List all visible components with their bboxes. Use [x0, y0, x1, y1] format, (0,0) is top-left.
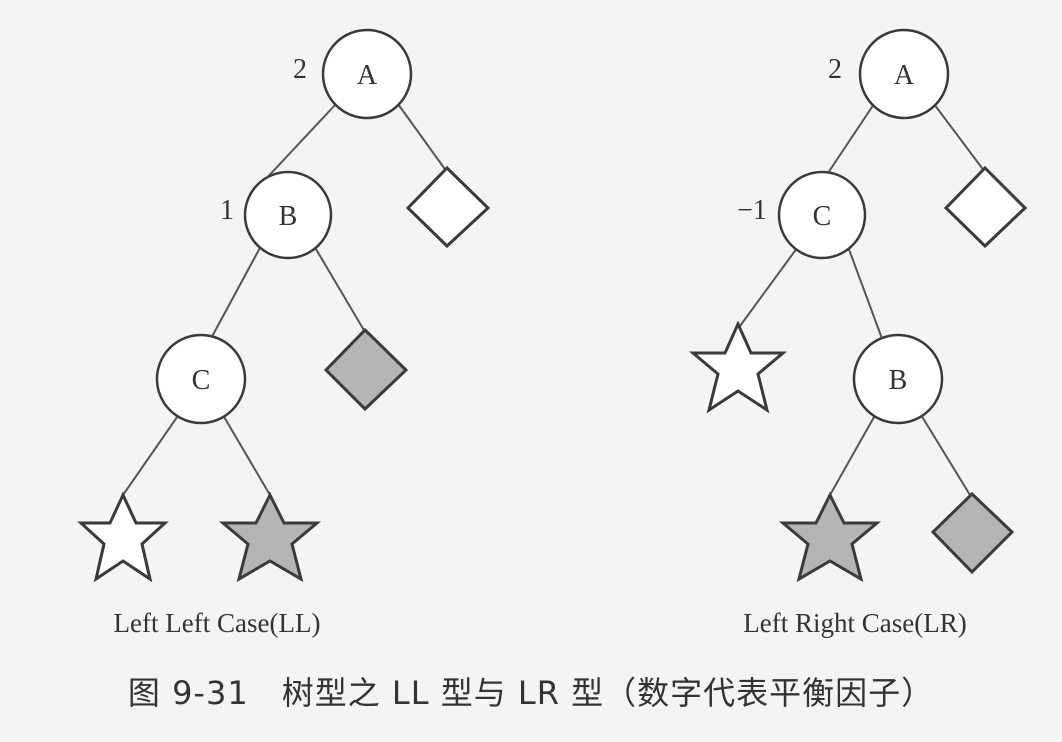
- edge-c-star: [739, 243, 801, 327]
- balance-factor: 2: [828, 54, 842, 85]
- edge-a-b: [262, 103, 337, 183]
- node-label: B: [889, 365, 908, 396]
- edge-b-star-gray: [829, 409, 879, 496]
- edge-a-diamond: [397, 103, 448, 173]
- node-b: B: [852, 333, 944, 425]
- edge-c-b: [846, 243, 885, 345]
- node-label: C: [813, 201, 832, 232]
- ll-tree: A 2 B 1 C Left Left Case(LL): [77, 28, 491, 638]
- balance-factor: 1: [220, 195, 234, 226]
- node-c: C: [155, 333, 247, 425]
- diamond-gray-leaf: [323, 327, 409, 412]
- balance-factor: −1: [737, 195, 767, 226]
- edge-c-star-gray: [219, 409, 271, 496]
- balance-factor: 2: [293, 54, 307, 85]
- diamond-white-leaf: [943, 165, 1028, 249]
- node-a: A: [321, 28, 413, 120]
- edge-b-diamond: [312, 243, 366, 333]
- diamond-white-leaf: [405, 165, 491, 249]
- lr-tree: A 2 C −1 B Left Right Case(LR): [688, 28, 1028, 638]
- node-label: C: [192, 365, 211, 396]
- node-a: A: [858, 28, 950, 120]
- edge-b-c: [207, 243, 263, 345]
- edge-b-diamond: [917, 409, 971, 496]
- edge-a-diamond: [933, 103, 986, 173]
- star-gray-leaf: [218, 491, 322, 583]
- figure-caption: 图 9-31 树型之 LL 型与 LR 型（数字代表平衡因子）: [127, 674, 935, 712]
- edge-a-c: [821, 103, 875, 183]
- node-label: A: [894, 60, 915, 91]
- node-label: A: [357, 60, 378, 91]
- star-white-leaf: [688, 320, 788, 414]
- case-label: Left Right Case(LR): [743, 608, 966, 638]
- case-label: Left Left Case(LL): [114, 608, 321, 638]
- node-label: B: [279, 201, 298, 232]
- node-c: C: [777, 170, 867, 260]
- edge-c-star: [122, 409, 183, 496]
- diamond-gray-leaf: [930, 491, 1015, 575]
- node-b: B: [243, 170, 333, 260]
- star-gray-leaf: [778, 491, 882, 583]
- star-white-leaf: [77, 491, 169, 583]
